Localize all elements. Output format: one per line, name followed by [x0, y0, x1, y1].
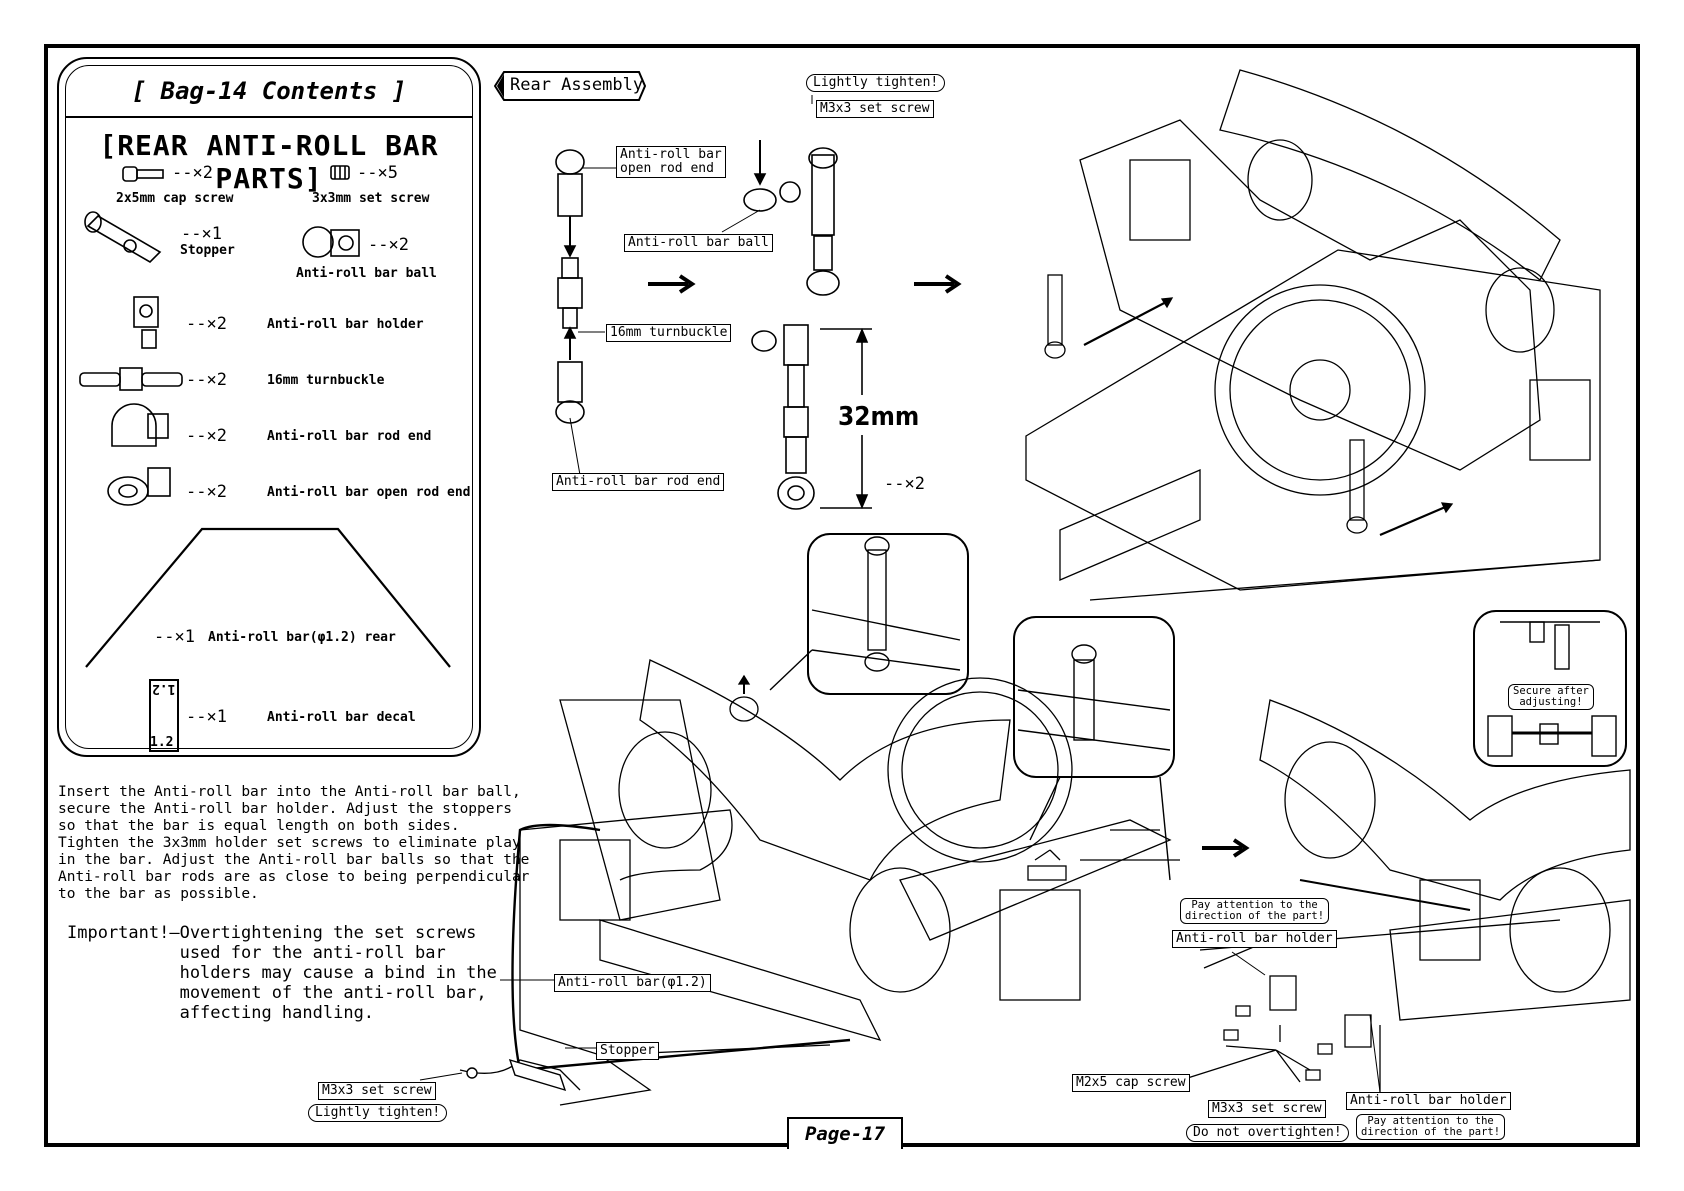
set-screw-icon — [330, 165, 350, 180]
label-rod-end: Anti-roll bar rod end — [552, 473, 725, 491]
anti-roll-bar-shape — [85, 527, 451, 668]
part-qty-ball: --×2 — [368, 235, 409, 255]
label-ball: Anti-roll bar ball — [624, 234, 773, 252]
label-m3x3-right: M3x3 set screw — [1208, 1100, 1326, 1118]
part-qty-set-screw: --×5 — [357, 163, 398, 183]
part-label-open-rod-end: Anti-roll bar open rod end — [267, 485, 471, 500]
label-m3x3-lower: M3x3 set screw — [318, 1082, 436, 1100]
label-holder-2: Anti-roll bar holder — [1346, 1092, 1511, 1110]
chassis-lower-right — [1174, 699, 1631, 1100]
part-qty-rod-end: --×2 — [186, 426, 227, 446]
label-attention-1: Pay attention to the direction of the pa… — [1180, 898, 1330, 924]
chassis-lower-left — [459, 659, 1180, 1106]
part-qty-open-rod-end: --×2 — [186, 482, 227, 502]
decal-shape — [149, 679, 179, 752]
inset-detail-1 — [769, 533, 969, 695]
holder-parts — [1223, 975, 1372, 1081]
inset-detail-3 — [1473, 610, 1627, 767]
page-number: Page-17 — [787, 1117, 903, 1149]
important-note: Important!—Overtightening the set screws… — [67, 923, 497, 1023]
rear-assembly-tag: Rear Assembly — [510, 75, 644, 95]
part-label-holder: Anti-roll bar holder — [267, 317, 424, 332]
part-label-decal: Anti-roll bar decal — [267, 710, 416, 725]
instruction-text: Insert the Anti-roll bar into the Anti-r… — [58, 784, 530, 902]
holder-icon — [133, 296, 159, 349]
ball-assembly — [743, 140, 840, 296]
part-label-turnbuckle: 16mm turnbuckle — [267, 373, 385, 388]
part-qty-decal: --×1 — [186, 707, 227, 727]
bag-title: [ Bag-14 Contents ] — [66, 66, 472, 118]
part-label-set-screw: 3x3mm set screw — [312, 191, 430, 206]
dimension-32mm: 32mm — [838, 402, 920, 432]
label-turnbuckle: 16mm turnbuckle — [606, 324, 732, 342]
label-attention-2: Pay attention to the direction of the pa… — [1356, 1114, 1506, 1140]
bag-subtitle: [REAR ANTI-ROLL BAR PARTS] — [99, 129, 439, 195]
bar-stopper — [508, 1058, 567, 1092]
rod-exploded — [555, 149, 585, 424]
rod-measure — [751, 324, 872, 510]
chassis-top-right — [1025, 69, 1601, 601]
label-stopper: Stopper — [596, 1042, 659, 1060]
rear-assembly-tag-shape — [494, 71, 646, 101]
part-qty-stopper: --×1 — [181, 224, 222, 244]
lower-bar-line — [511, 823, 851, 1072]
decal-text-bottom: 1.2 — [150, 735, 174, 750]
part-label-rod-end: Anti-roll bar rod end — [267, 429, 432, 444]
part-qty-turnbuckle: --×2 — [186, 370, 227, 390]
part-label-cap-screw: 2x5mm cap screw — [116, 191, 234, 206]
label-secure-after-adjusting: Secure after adjusting! — [1508, 684, 1594, 710]
label-m2x5: M2x5 cap screw — [1072, 1074, 1190, 1092]
label-holder-1: Anti-roll bar holder — [1172, 930, 1337, 948]
part-label-stopper: Stopper — [180, 243, 235, 258]
turnbuckle-icon — [79, 367, 183, 391]
open-rod-end-icon — [107, 467, 171, 506]
part-label-bar: Anti-roll bar(φ1.2) rear — [208, 630, 396, 645]
label-lightly-tighten-lower: Lightly tighten! — [308, 1104, 448, 1122]
label-anti-roll-bar: Anti-roll bar(φ1.2) — [554, 974, 711, 992]
rod-qty: --×2 — [884, 474, 925, 494]
part-qty-cap-screw: --×2 — [172, 163, 213, 183]
label-m3x3-top: M3x3 set screw — [816, 100, 934, 118]
bag-contents-panel: [ Bag-14 Contents ] [REAR ANTI-ROLL BAR … — [57, 57, 481, 757]
stopper-icon — [84, 211, 162, 264]
set-screw-small-icon — [466, 1067, 478, 1079]
arrow-right-3 — [1202, 838, 1250, 858]
bag-inner-border — [65, 65, 473, 749]
label-do-not-overtighten: Do not overtighten! — [1186, 1124, 1349, 1142]
arrow-right-1 — [648, 274, 696, 294]
cap-screw-icon — [122, 166, 164, 182]
arrow-right-2 — [914, 274, 962, 294]
part-label-ball: Anti-roll bar ball — [296, 266, 437, 281]
rod-end-icon — [111, 403, 169, 447]
part-qty-holder: --×2 — [186, 314, 227, 334]
label-lightly-tighten-top: Lightly tighten! — [806, 74, 946, 92]
inset-detail-2 — [1013, 616, 1175, 881]
label-open-rod-end: Anti-roll bar open rod end — [616, 146, 726, 178]
ball-icon — [302, 226, 360, 258]
part-qty-bar: --×1 — [154, 627, 195, 647]
